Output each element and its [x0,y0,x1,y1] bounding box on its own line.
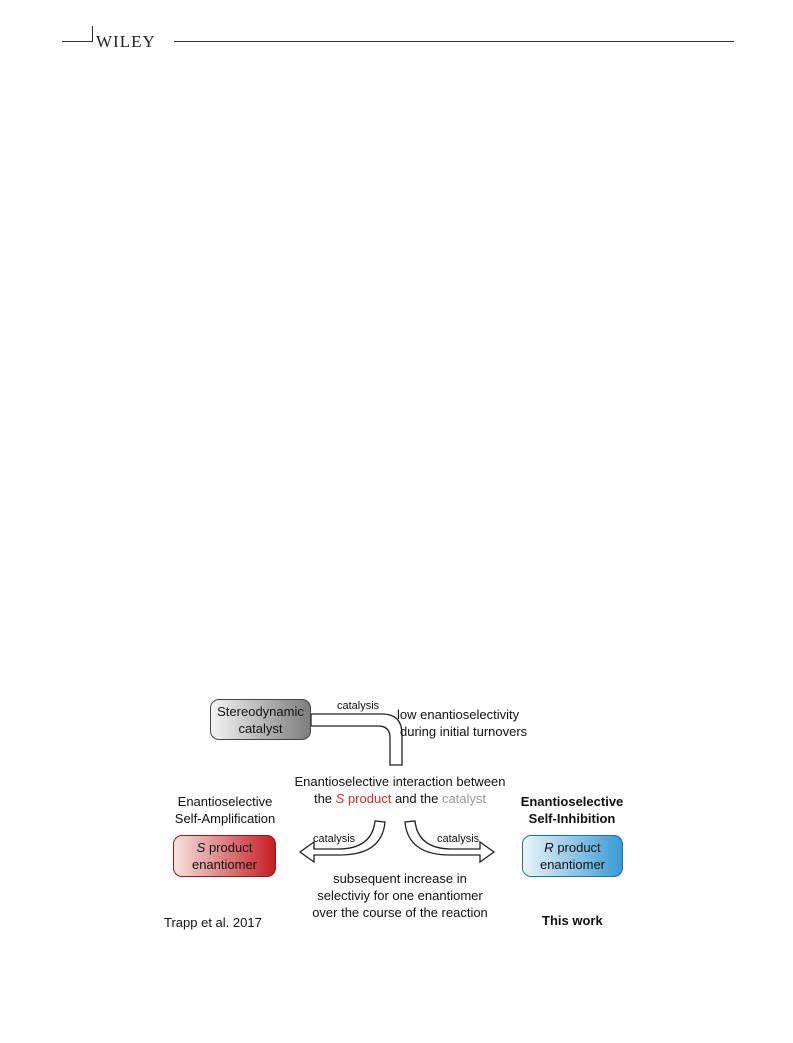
catalyst-box-line2: catalyst [238,721,283,736]
s-box-line2: enantiomer [191,857,258,872]
top-bent-arrow [310,713,403,766]
right-title-line1: Enantioselective [520,794,624,809]
r-box-line2: enantiomer [539,857,606,872]
low-selectivity-label: low enantioselectivity during initial tu… [397,706,527,740]
s-box-letter: S [196,840,206,855]
r-box-line1: R product [523,839,622,856]
catalysis-label-top: catalysis [337,700,380,712]
scheme-figure: Stereodynamic catalyst catalysis low ena… [150,690,650,940]
s-product-box: S product enantiomer [173,835,276,877]
increase-label: subsequent increase in selectiviy for on… [300,870,500,921]
header-rule-right [174,41,734,42]
right-title-line2: Self-Inhibition [528,811,616,826]
stereodynamic-catalyst-box: Stereodynamic catalyst [210,699,311,740]
publisher-logo: WILEY [96,32,156,51]
interaction-label: Enantioselective interaction between the… [290,773,510,807]
right-title: Enantioselective Self-Inhibition [514,793,630,827]
catalysis-label-right: catalysis [437,833,480,845]
catalysis-label-left: catalysis [313,833,356,845]
interaction-line2: the S product and the catalyst [290,790,510,807]
interaction-the: the [313,791,333,806]
s-box-rest: product [208,840,253,855]
increase-line2: selectiviy for one enantiomer [317,888,483,903]
page-header: WILEY [0,0,793,60]
left-title: Enantioselective Self-Amplification [172,793,278,827]
r-box-rest: product [557,840,601,855]
right-curved-arrow [404,820,496,864]
s-box-line1: S product [174,839,275,856]
header-rule-left [62,41,92,42]
increase-line3: over the course of the reaction [312,905,488,920]
r-product-box: R product enantiomer [522,835,623,877]
header-tick [92,26,93,42]
right-reference: This work [542,913,603,928]
catalyst-box-line1: Stereodynamic [217,704,304,719]
left-curved-arrow [298,820,386,864]
s-product-word: product [347,791,392,806]
left-title-line1: Enantioselective [177,794,273,809]
r-box-letter: R [544,840,554,855]
left-title-line2: Self-Amplification [174,811,276,826]
low-selectivity-line1: low enantioselectivity [397,707,520,722]
left-reference: Trapp et al. 2017 [164,915,262,930]
scheme-arrows [298,713,496,864]
catalyst-word: catalyst [441,791,487,806]
low-selectivity-line2: during initial turnovers [400,724,528,739]
increase-line1: subsequent increase in [333,871,467,886]
s-product-letter: S [335,791,345,806]
interaction-and-the: and the [394,791,439,806]
interaction-line1: Enantioselective interaction between [294,774,506,789]
